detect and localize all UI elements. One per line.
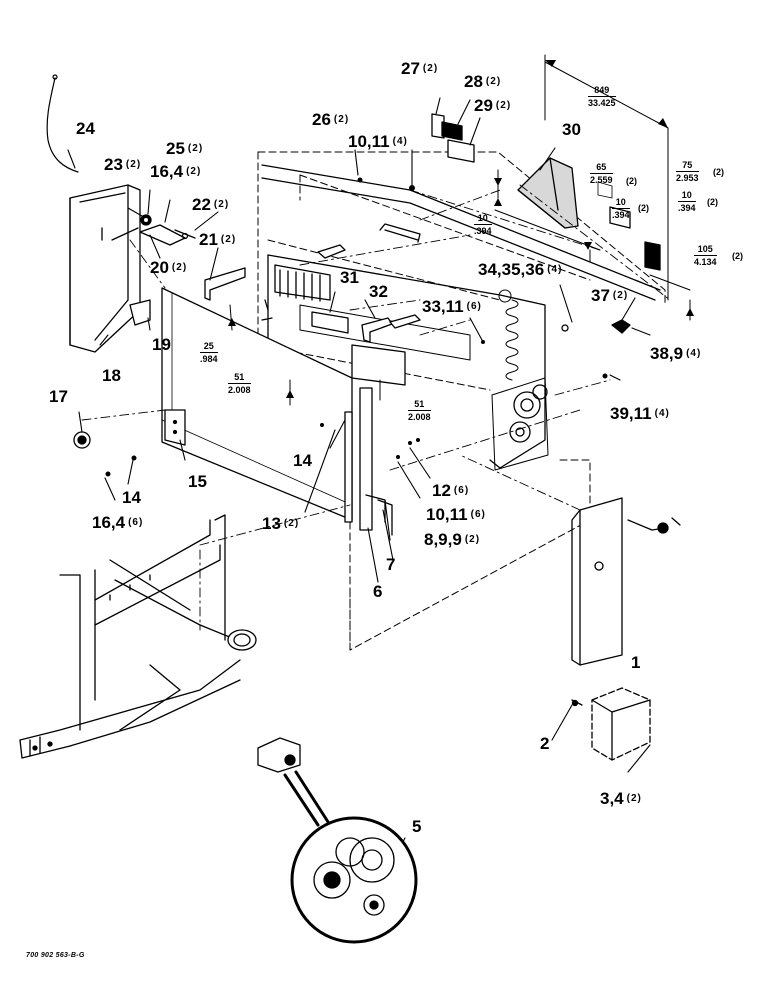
right-sprockets	[491, 377, 549, 471]
callout-16-4-top: 16,4(2)	[150, 162, 202, 181]
callout-5: 5	[412, 817, 422, 836]
drive-shield-1	[571, 497, 681, 666]
callout-19: 19	[152, 335, 171, 354]
callout-31: 31	[340, 268, 359, 287]
brackets-21	[204, 244, 346, 301]
dimension-10-mid-qty: (2)	[638, 203, 649, 213]
callout-21: 21(2)	[199, 230, 237, 249]
detail-inset	[257, 737, 418, 944]
callout-23: 23(2)	[104, 155, 142, 174]
bracket-19	[129, 299, 151, 326]
callout-25: 25(2)	[166, 139, 204, 158]
part-17	[73, 431, 91, 449]
bracket-15	[164, 409, 186, 446]
hardware-dots	[105, 177, 608, 477]
callout-26: 26(2)	[312, 110, 350, 129]
drawing-code: 700 902 563-B-G	[26, 952, 85, 959]
bracket-3	[571, 687, 651, 761]
callout-30: 30	[562, 120, 581, 139]
dimension-25: 25.984	[200, 341, 218, 364]
dimension-lines	[229, 54, 691, 406]
callout-29: 29(2)	[474, 96, 512, 115]
callout-17: 17	[49, 387, 68, 406]
callout-16-4-bottom: 16,4(6)	[92, 513, 144, 532]
callout-3-4: 3,4(2)	[600, 789, 642, 808]
uprights	[344, 387, 393, 536]
plates-31-32	[311, 311, 421, 386]
callout-14-right: 14	[293, 451, 312, 470]
callout-12: 12(6)	[432, 481, 470, 500]
callout-34-35-36: 34,35,36(4)	[478, 260, 563, 279]
spring	[498, 289, 519, 381]
callout-13: 13(2)	[262, 514, 300, 533]
dimension-75-qty: (2)	[713, 167, 724, 177]
callout-27: 27(2)	[401, 59, 439, 78]
leader-lines	[67, 97, 651, 889]
right-decals	[597, 181, 661, 271]
latch-hardware	[111, 214, 196, 246]
callout-39-11: 39,11(4)	[610, 404, 670, 423]
chassis	[19, 514, 257, 759]
assembly-lines	[81, 184, 671, 631]
callout-10-11-top: 10,11(4)	[348, 132, 408, 151]
callout-24: 24	[76, 119, 95, 138]
dimension-10-mid: 10.394	[612, 197, 630, 220]
callout-38-9: 38,9(4)	[650, 344, 702, 363]
callout-32: 32	[369, 282, 388, 301]
callout-2: 2	[540, 734, 550, 753]
cable-24	[46, 74, 79, 173]
callout-15: 15	[188, 472, 207, 491]
dimension-65-qty: (2)	[626, 176, 637, 186]
callout-22: 22(2)	[192, 195, 230, 214]
callout-18: 18	[102, 366, 121, 385]
callout-33-11: 33,11(6)	[422, 297, 482, 316]
dimension-arrows	[228, 60, 694, 398]
callout-37: 37(2)	[591, 286, 629, 305]
callout-1: 1	[631, 653, 641, 672]
callout-14-left: 14	[122, 488, 141, 507]
callout-20: 20(2)	[150, 258, 188, 277]
parts-27-28-29	[431, 113, 475, 163]
dimension-10-left: 10.394	[474, 213, 492, 236]
side-shield-18	[69, 184, 141, 353]
dimension-10-right: 10.394	[678, 190, 696, 213]
callout-7: 7	[386, 555, 396, 574]
dimension-105-qty: (2)	[732, 251, 743, 261]
callout-28: 28(2)	[464, 72, 502, 91]
top-member	[261, 164, 661, 301]
part-37	[561, 319, 631, 334]
callout-10-11-bottom: 10,11(6)	[426, 505, 486, 524]
part-30-triangle	[517, 157, 579, 229]
callout-8-9-9: 8,9,9(2)	[424, 530, 481, 549]
dimension-10-right-qty: (2)	[707, 197, 718, 207]
roller-assembly	[261, 254, 546, 469]
callout-6: 6	[373, 582, 383, 601]
